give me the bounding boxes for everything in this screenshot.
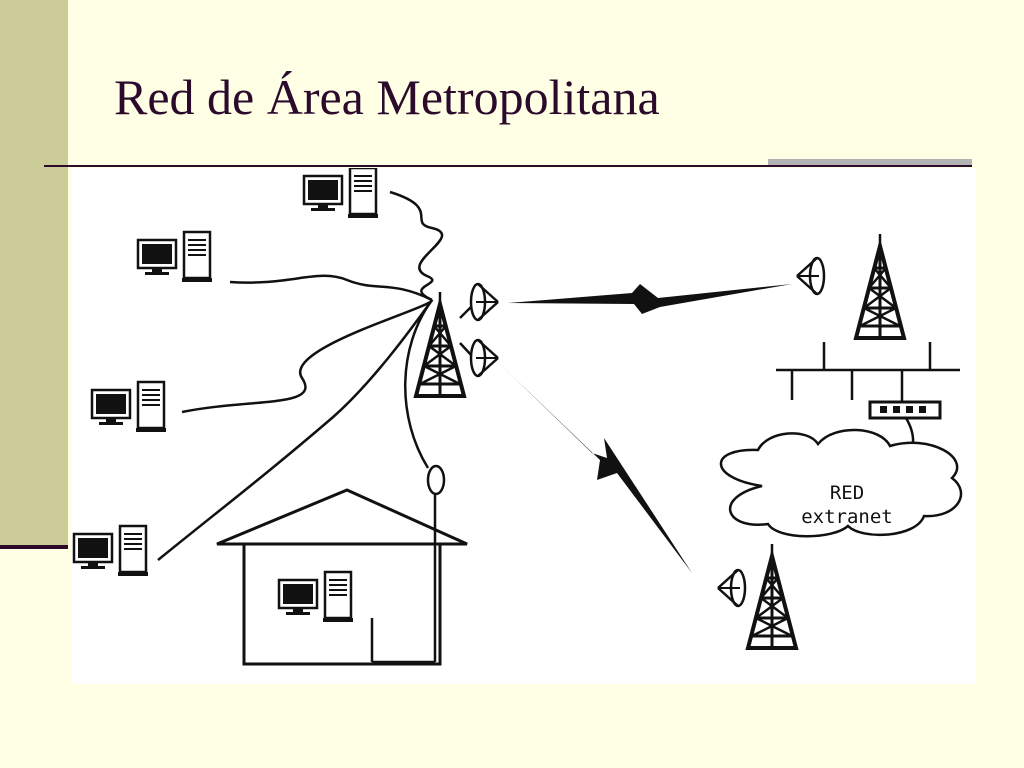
mast-dish-arm-upper bbox=[459, 305, 473, 319]
cloud-label-line-1: RED bbox=[829, 482, 865, 504]
desktop-computer-icon-1 bbox=[302, 168, 380, 220]
title-divider-accent bbox=[768, 159, 972, 165]
desktop-computer-icon-2 bbox=[136, 230, 214, 284]
side-accent-rule bbox=[0, 545, 68, 549]
wireless-link-top-icon bbox=[508, 284, 792, 314]
cable-pc3 bbox=[181, 298, 434, 414]
extranet-cloud-icon bbox=[719, 428, 963, 538]
title-divider bbox=[44, 165, 972, 167]
slide-title: Red de Área Metropolitana bbox=[114, 69, 660, 125]
network-diagram-svg bbox=[72, 168, 963, 666]
side-accent-bar bbox=[0, 0, 68, 548]
house-antenna-icon bbox=[426, 464, 446, 496]
central-tower-icon bbox=[414, 290, 466, 398]
house-icon bbox=[216, 488, 468, 666]
home-computer-icon bbox=[277, 570, 355, 624]
man-network-diagram: RED extranet bbox=[72, 168, 976, 684]
cable-to-antenna bbox=[404, 299, 434, 469]
remote-dish-top-icon bbox=[795, 256, 826, 296]
remote-dish-bottom-icon bbox=[716, 568, 747, 608]
network-cables bbox=[157, 190, 473, 664]
remote-tower-top-icon bbox=[854, 232, 906, 340]
router-icon bbox=[868, 400, 942, 420]
remote-tower-bottom-icon bbox=[746, 542, 798, 650]
cable-pc4 bbox=[157, 299, 434, 561]
desktop-computer-icon-3 bbox=[90, 380, 168, 434]
cloud-label-line-2: extranet bbox=[801, 506, 893, 528]
central-dish-upper-icon bbox=[469, 282, 500, 322]
cable-pc1 bbox=[389, 190, 444, 302]
wireless-link-bottom-icon bbox=[504, 368, 692, 573]
extranet-cloud-label: RED extranet bbox=[762, 481, 932, 529]
cable-pc2 bbox=[229, 274, 433, 302]
desktop-computer-icon-4 bbox=[72, 524, 150, 578]
central-dish-lower-icon bbox=[469, 338, 500, 378]
backbone-bus-icon bbox=[776, 342, 960, 402]
